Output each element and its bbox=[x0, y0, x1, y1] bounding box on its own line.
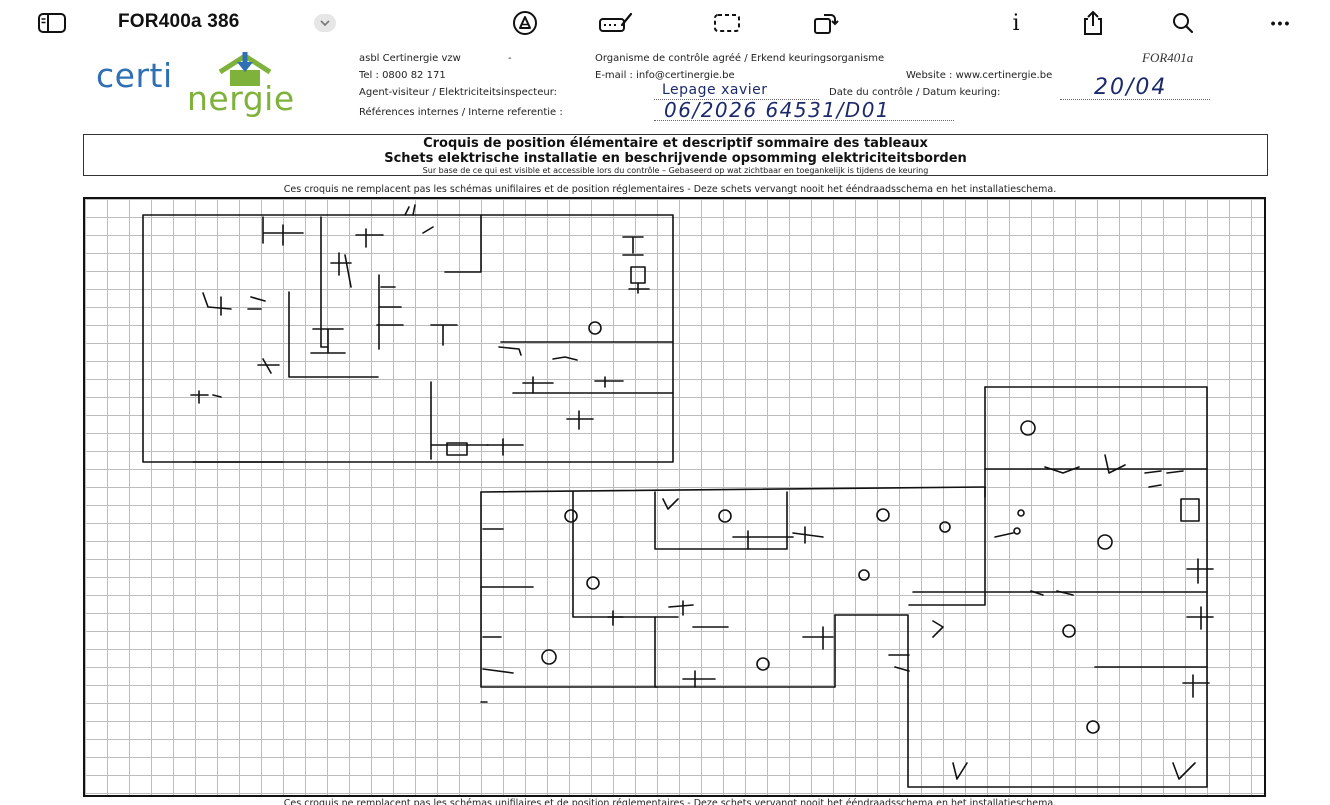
sketch-title-box: Croquis de position élémentaire et descr… bbox=[83, 134, 1268, 176]
viewer-toolbar: FOR400a 386 i bbox=[0, 0, 1330, 46]
document-page: certi nergie asbl Certinergie vzw - Orga… bbox=[24, 46, 1316, 805]
disclaimer-top: Ces croquis ne remplacent pas les schéma… bbox=[283, 184, 1057, 195]
org-type: Organisme de contrôle agréé / Erkend keu… bbox=[595, 53, 885, 64]
org-name: asbl Certinergie vzw bbox=[359, 53, 461, 64]
markup-pen-icon bbox=[513, 11, 537, 35]
search-button[interactable] bbox=[1168, 8, 1198, 38]
org-phone: Tel : 0800 82 171 bbox=[359, 70, 446, 81]
logo-text-certi: certi bbox=[96, 56, 173, 95]
rotate-icon bbox=[814, 14, 839, 34]
inspector-underline bbox=[654, 99, 819, 100]
title-dutch: Schets elektrische installatie en beschr… bbox=[384, 151, 967, 166]
more-icon: ••• bbox=[1270, 15, 1292, 31]
floor-plan-sketch bbox=[142, 204, 1214, 788]
info-button[interactable]: i bbox=[1004, 8, 1028, 38]
text-box-button[interactable] bbox=[596, 8, 636, 38]
selection-icon bbox=[714, 14, 740, 32]
header-dash: - bbox=[508, 53, 512, 64]
title-french: Croquis de position élémentaire et descr… bbox=[423, 136, 928, 151]
date-label: Date du contrôle / Datum keuring: bbox=[829, 87, 1001, 98]
disclaimer-bottom: Ces croquis ne remplacent pas les schéma… bbox=[283, 798, 1057, 805]
date-value: 20/04 bbox=[1094, 75, 1168, 100]
chevron-down-icon bbox=[320, 19, 330, 26]
house-icon bbox=[218, 52, 272, 86]
selection-button[interactable] bbox=[710, 8, 744, 38]
title-subtitle: Sur base de ce qui est visible et access… bbox=[422, 166, 929, 175]
ref-underline bbox=[654, 120, 954, 121]
inspector-label: Agent-visiteur / Elektriciteitsinspecteu… bbox=[359, 87, 558, 98]
share-icon bbox=[1084, 10, 1102, 35]
sidebar-toggle-button[interactable] bbox=[34, 8, 70, 38]
text-box-icon bbox=[599, 12, 633, 32]
sketch-grid bbox=[83, 197, 1266, 797]
org-website: Website : www.certinergie.be bbox=[906, 70, 1053, 81]
inspector-value: Lepage xavier bbox=[662, 82, 768, 98]
title-menu-button[interactable] bbox=[314, 14, 336, 32]
markup-button[interactable] bbox=[508, 8, 542, 38]
ref-label: Références internes / Interne referentie… bbox=[359, 107, 563, 118]
ref-value: 06/2026 64531/D01 bbox=[664, 98, 891, 122]
info-icon: i bbox=[1012, 10, 1020, 36]
more-button[interactable]: ••• bbox=[1264, 8, 1298, 38]
logo-text-nergie: nergie bbox=[187, 79, 295, 118]
sidebar-icon bbox=[38, 13, 66, 33]
search-icon bbox=[1173, 13, 1194, 34]
rotate-button[interactable] bbox=[808, 8, 842, 38]
form-code: FOR401a bbox=[1142, 50, 1194, 65]
document-title[interactable]: FOR400a 386 bbox=[118, 11, 240, 32]
share-button[interactable] bbox=[1078, 8, 1108, 38]
org-email: E-mail : info@certinergie.be bbox=[595, 70, 735, 81]
date-underline bbox=[1060, 99, 1210, 100]
